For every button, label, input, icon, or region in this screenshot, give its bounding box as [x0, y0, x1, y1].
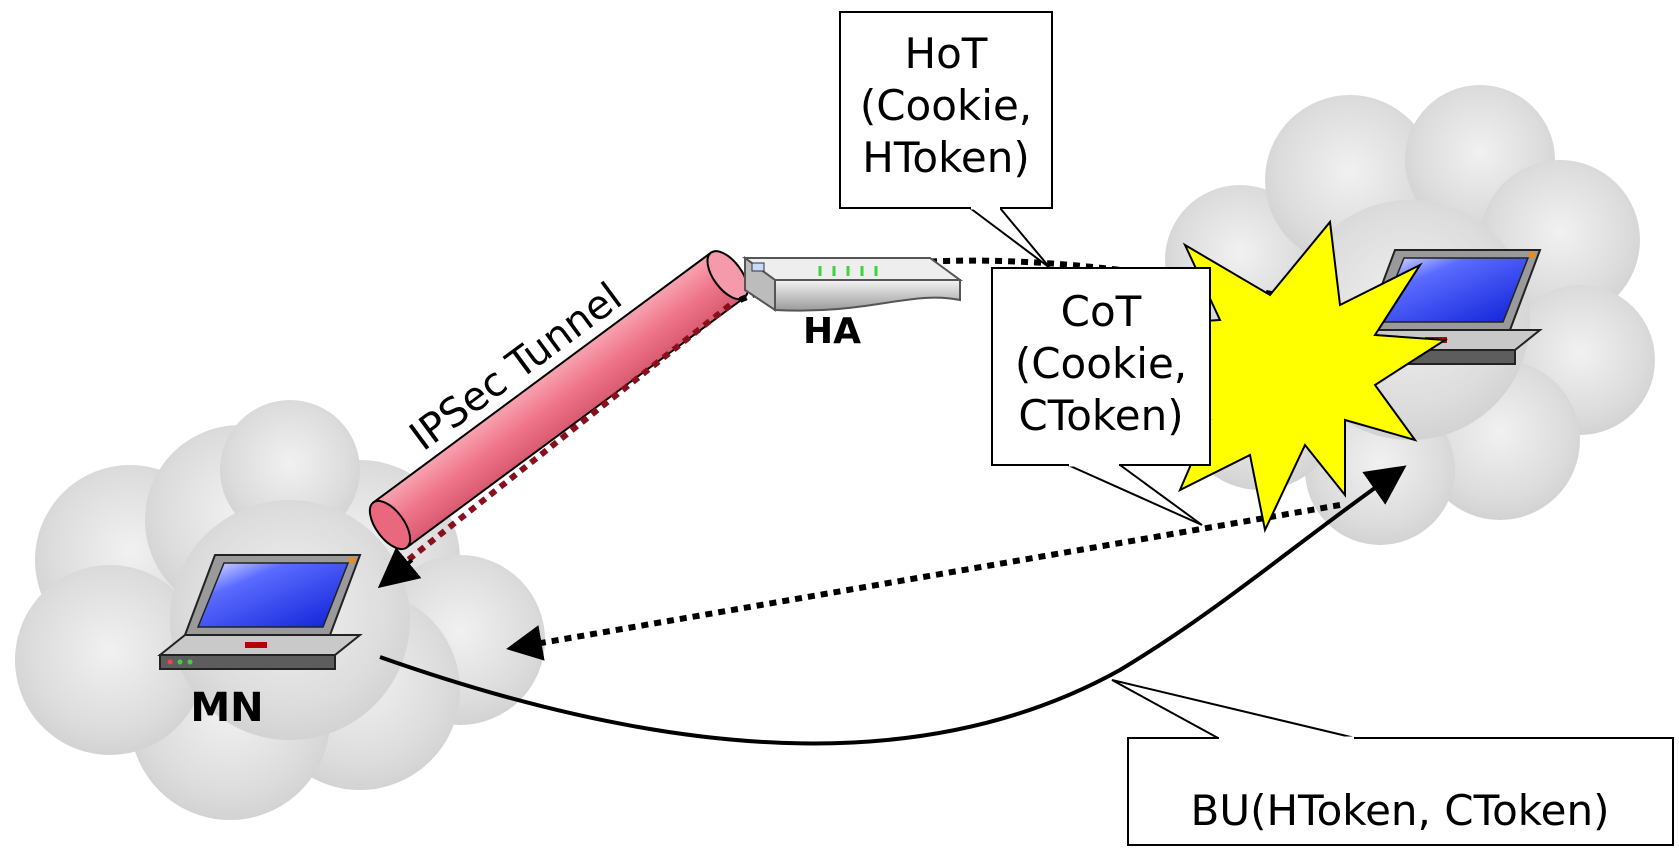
laptop-icon: [157, 554, 363, 670]
bu-callout: BU(HToken, CToken): [1111, 679, 1674, 846]
bu-callout-text: BU(HToken, CToken): [1191, 786, 1610, 835]
hot-callout-line2: (Cookie,: [860, 81, 1032, 130]
ipsec-tunnel: [368, 250, 749, 550]
hot-callout: HoT (Cookie, HToken): [839, 11, 1053, 269]
router-icon: [741, 256, 964, 312]
bu-arrow: [379, 465, 1407, 746]
hot-callout-line1: HoT: [905, 29, 988, 78]
tunnel-arrow: [377, 547, 422, 589]
cot-callout: CoT (Cookie, CToken): [991, 267, 1211, 526]
cot-callout-line3: CToken): [1018, 391, 1183, 440]
cot-callout-line2: (Cookie,: [1015, 339, 1187, 388]
cot-callout-line1: CoT: [1061, 287, 1142, 336]
hot-callout-line3: HToken): [862, 133, 1029, 182]
ha-label: HA: [803, 311, 861, 352]
mn-label: MN: [190, 685, 263, 731]
cot-arrow: [506, 502, 1341, 661]
tunnel-path: [406, 302, 732, 563]
